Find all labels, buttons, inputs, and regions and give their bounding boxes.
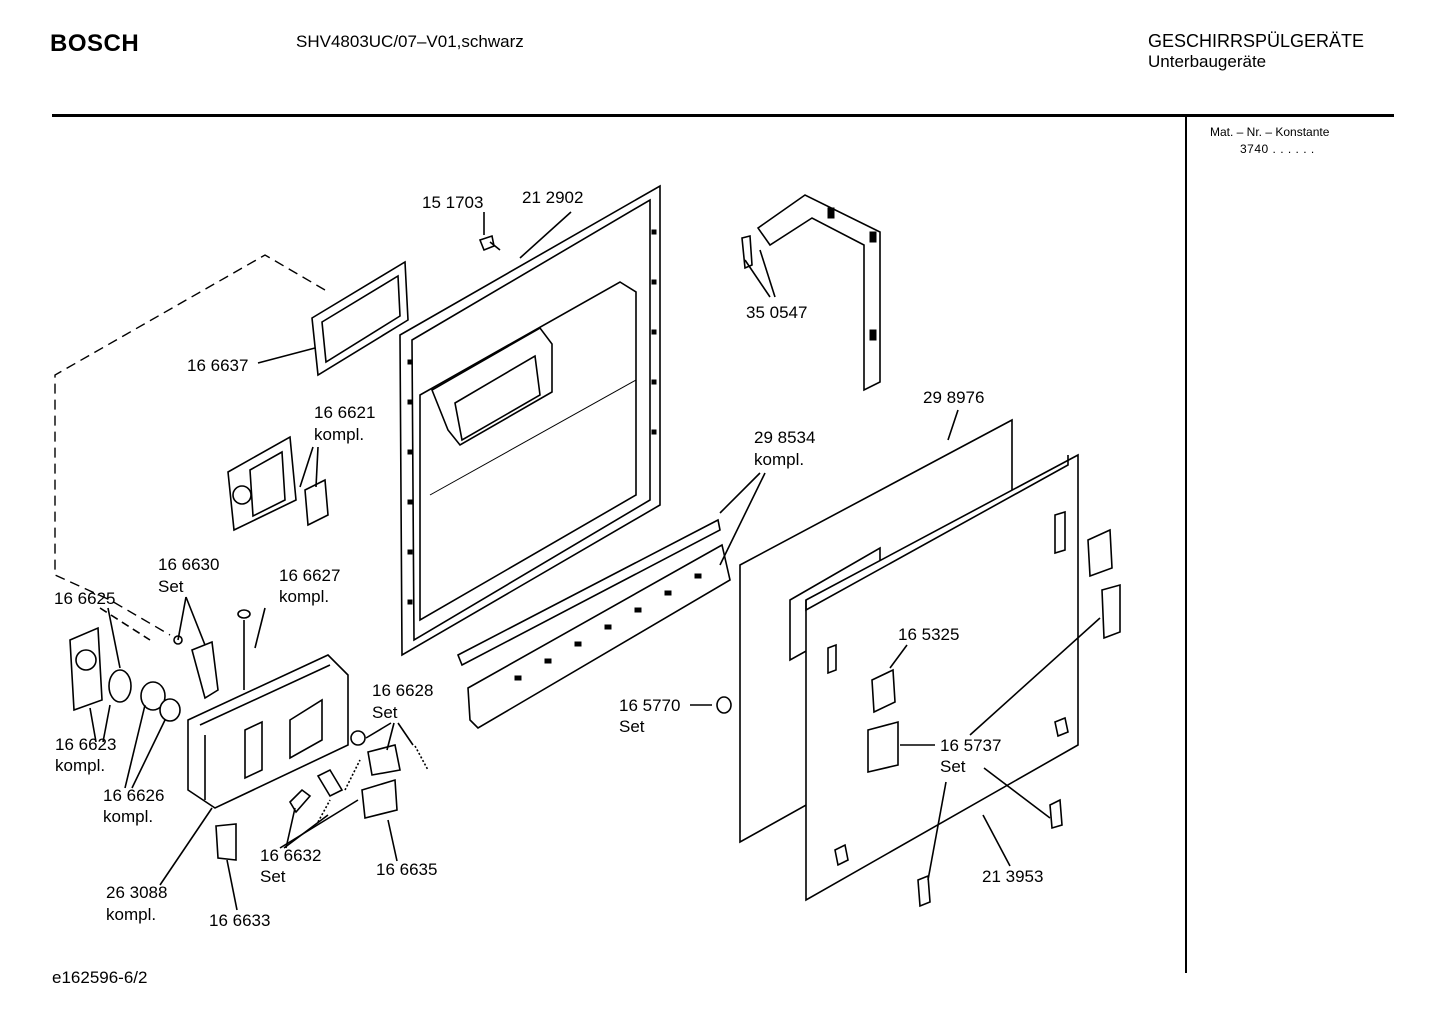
- panel-brackets: [867, 528, 1121, 908]
- label-16-5737: 16 5737: [940, 736, 1001, 755]
- label-16-6621-note: kompl.: [314, 425, 364, 444]
- inner-door-panel: [399, 184, 661, 657]
- label-16-6628: 16 6628: [372, 681, 433, 700]
- label-16-6627-note: kompl.: [279, 587, 329, 606]
- label-16-6623-note: kompl.: [55, 756, 105, 775]
- label-21-2902: 21 2902: [522, 188, 583, 207]
- label-16-6625: 16 6625: [54, 589, 115, 608]
- dispenser-seal: [311, 260, 409, 377]
- mat-number-label: Mat. – Nr. – Konstante: [1210, 125, 1330, 139]
- label-16-6637: 16 6637: [187, 356, 248, 375]
- category-title: GESCHIRRSPÜLGERÄTE: [1148, 31, 1365, 51]
- rinse-aid-unit: [227, 435, 329, 532]
- label-16-6630: 16 6630: [158, 555, 219, 574]
- label-16-6635: 16 6635: [376, 860, 437, 879]
- label-16-5770-note: Set: [619, 717, 645, 736]
- sidebar-divider: [1185, 117, 1187, 973]
- label-16-5325: 16 5325: [898, 625, 959, 644]
- outer-door-panels: [739, 418, 1079, 902]
- label-16-6632-note: Set: [260, 867, 286, 886]
- door-bracket: [741, 194, 881, 392]
- screw-part: [478, 234, 501, 252]
- mat-number-value: 3740 . . . . . .: [1240, 142, 1315, 156]
- subcategory-title: Unterbaugeräte: [1148, 52, 1267, 71]
- label-16-6633: 16 6633: [209, 911, 270, 930]
- label-29-8534-note: kompl.: [754, 450, 804, 469]
- label-16-6621: 16 6621: [314, 403, 375, 422]
- brand-logo: BOSCH: [50, 30, 140, 57]
- leader-lines: [89, 211, 1101, 911]
- label-16-6626: 16 6626: [103, 786, 164, 805]
- label-15-1703: 15 1703: [422, 193, 483, 212]
- label-16-6626-note: kompl.: [103, 807, 153, 826]
- label-16-6627: 16 6627: [279, 566, 340, 585]
- label-21-3953: 21 3953: [982, 867, 1043, 886]
- door-stop-knob: [716, 696, 732, 714]
- label-16-5737-note: Set: [940, 757, 966, 776]
- header-rule: [52, 114, 1394, 117]
- label-26-3088-note: kompl.: [106, 905, 156, 924]
- label-16-6632: 16 6632: [260, 846, 321, 865]
- label-29-8534: 29 8534: [754, 428, 815, 447]
- trim-strip: [456, 518, 731, 730]
- label-16-5770: 16 5770: [619, 696, 680, 715]
- label-16-6628-note: Set: [372, 703, 398, 722]
- control-housing: [187, 654, 349, 809]
- label-26-3088: 26 3088: [106, 883, 167, 902]
- label-29-8976: 29 8976: [923, 388, 984, 407]
- label-35-0547: 35 0547: [746, 303, 807, 322]
- label-16-6630-note: Set: [158, 577, 184, 596]
- dispenser-cover-parts: [69, 626, 181, 722]
- assembly-dashed-line: [54, 254, 326, 636]
- label-16-6623: 16 6623: [55, 735, 116, 754]
- drawing-id: e162596-6/2: [52, 968, 148, 987]
- model-number: SHV4803UC/07–V01,schwarz: [296, 32, 524, 51]
- small-mechanism-parts: [173, 609, 429, 861]
